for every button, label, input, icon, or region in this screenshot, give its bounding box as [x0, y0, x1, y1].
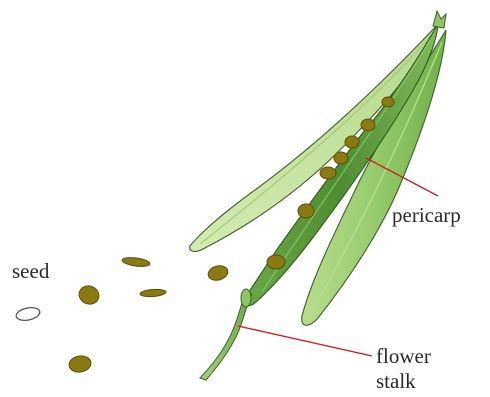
loose-seeds [68, 256, 230, 374]
label-pericarp: pericarp [392, 203, 461, 227]
loose-seed [122, 256, 151, 268]
loose-seed [68, 354, 92, 374]
seed-in-pod [345, 136, 359, 148]
stalk-node [241, 289, 251, 307]
label-seed: seed [12, 259, 50, 283]
loose-seed [207, 264, 230, 283]
loose-seed [140, 289, 166, 298]
flower-stalk-leader-line [238, 326, 372, 356]
label-flower-stalk-line1: flower [376, 344, 431, 368]
seed-in-pod [382, 97, 394, 107]
pod-tip [433, 11, 446, 28]
seed-in-pod [361, 119, 375, 131]
seed-in-pod [298, 204, 314, 218]
label-flower-stalk-line2: stalk [376, 369, 416, 393]
seed-outline-icon [15, 306, 41, 323]
seed-in-pod [334, 152, 348, 164]
seed-in-pod [320, 167, 336, 179]
seed-in-pod [267, 255, 285, 269]
loose-seed [77, 283, 102, 307]
